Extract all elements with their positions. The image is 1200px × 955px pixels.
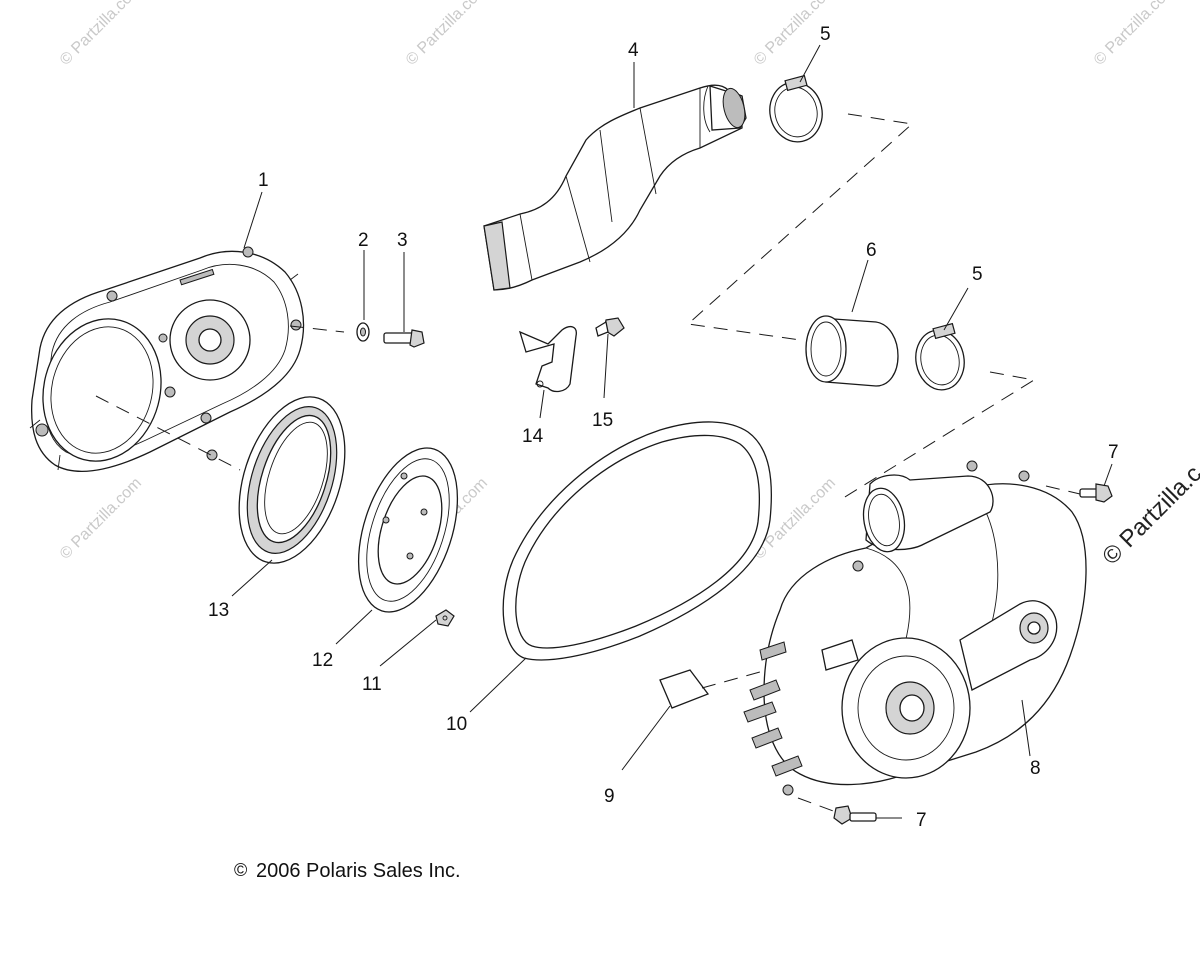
part-seal [238, 396, 346, 564]
watermark: © Partzilla.com [1091, 0, 1179, 69]
watermark: © Partzilla.com [57, 0, 145, 69]
part-drive-belt [502, 421, 773, 661]
callout-2: 2 [358, 230, 369, 251]
part-outer-cover [743, 460, 1087, 796]
part-bolt-7-lower [833, 805, 877, 825]
callout-7-lower: 7 [916, 810, 927, 831]
part-bolt-7-upper [1079, 483, 1113, 503]
copyright-notice: © 2006 Polaris Sales Inc. [234, 860, 461, 882]
part-inner-cover [29, 246, 305, 473]
callout-9: 9 [604, 786, 615, 807]
leader-lines [231, 44, 1113, 819]
callout-11: 11 [362, 674, 382, 695]
callout-8: 8 [1030, 758, 1041, 779]
part-bracket [518, 325, 577, 393]
part-gasket-plate [357, 447, 459, 613]
part-coupler [805, 315, 899, 387]
callout-5-lower: 5 [972, 264, 983, 285]
watermark-edge: © Partzilla.c [1097, 460, 1200, 570]
part-label [659, 669, 710, 709]
copyright-symbol: © [234, 860, 247, 880]
callout-4: 4 [628, 40, 639, 61]
copyright-text: 2006 Polaris Sales Inc. [256, 860, 461, 882]
callout-10: 10 [446, 714, 467, 735]
callout-1: 1 [258, 170, 269, 191]
watermark: © Partzilla.com [57, 475, 145, 563]
callout-6: 6 [866, 240, 877, 261]
callout-5-upper: 5 [820, 24, 831, 45]
callouts: 1 2 3 4 5 5 6 7 7 8 9 10 11 12 13 14 15 [208, 24, 1119, 831]
callout-12: 12 [312, 650, 333, 671]
callout-3: 3 [397, 230, 408, 251]
callout-13: 13 [208, 600, 229, 621]
part-screw-11 [435, 609, 455, 627]
callout-14: 14 [522, 426, 544, 447]
watermark: © Partzilla.com [403, 0, 491, 69]
part-pushpin [595, 317, 625, 337]
part-bolt-3 [383, 329, 425, 348]
part-washer [356, 322, 370, 342]
callout-15: 15 [592, 410, 613, 431]
callout-7-upper: 7 [1108, 442, 1119, 463]
part-clamp-lower [915, 322, 965, 391]
assembly-lines [95, 113, 1081, 813]
part-clamp-upper [769, 74, 823, 143]
part-intake-duct [483, 84, 747, 291]
